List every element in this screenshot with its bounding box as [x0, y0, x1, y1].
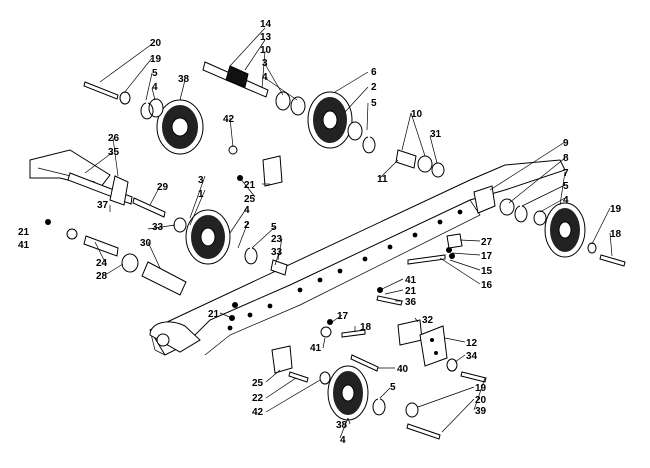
- callout-label: 1: [198, 189, 204, 200]
- callout-label: 16: [481, 280, 493, 291]
- callout-label: 21: [208, 309, 220, 320]
- callout-label: 38: [336, 420, 348, 431]
- callout-label: 11: [377, 174, 388, 185]
- bolts-lower: [288, 254, 626, 440]
- callout-label: 36: [405, 297, 417, 308]
- callout-label: 31: [430, 129, 442, 140]
- callout-label: 6: [371, 67, 377, 78]
- callout-label: 22: [252, 393, 264, 404]
- callout-label: 10: [411, 109, 423, 120]
- callout-label: 19: [610, 204, 622, 215]
- rail-front-tip: [149, 321, 201, 353]
- callout-label: 33: [271, 247, 283, 258]
- callout-label: 4: [244, 205, 250, 216]
- callout-label: 5: [563, 181, 569, 192]
- idler-wheel: [156, 99, 204, 155]
- callout-label: 40: [397, 364, 409, 375]
- callout-label: 42: [252, 407, 264, 418]
- callout-label: 3: [198, 175, 204, 186]
- callout-label: 4: [340, 435, 346, 446]
- pivot-arm: [67, 172, 166, 218]
- callout-label: 10: [260, 45, 272, 56]
- callout-label: 28: [96, 271, 108, 282]
- spacer-27: [446, 233, 463, 249]
- callout-label: 5: [390, 382, 396, 393]
- callout-label: 24: [96, 258, 108, 269]
- callout-labels: 14 13 10 3 4 20 19 5 4 38 6 2 5 10 31 42…: [18, 19, 622, 446]
- washers: [66, 91, 597, 418]
- callout-label: 21: [405, 286, 417, 297]
- spacer-sleeve: [395, 149, 496, 214]
- callout-label: 29: [157, 182, 169, 193]
- callout-label: 12: [466, 338, 478, 349]
- callout-label: 25: [252, 378, 264, 389]
- callout-label: 13: [260, 32, 272, 43]
- callout-label: 39: [475, 406, 487, 417]
- callout-label: 26: [108, 133, 120, 144]
- callout-label: 32: [422, 315, 434, 326]
- axle-spacer: [270, 259, 288, 276]
- callout-label: 14: [260, 19, 272, 30]
- callout-label: 8: [563, 153, 569, 164]
- idler-shaft: [202, 61, 269, 98]
- callout-label: 20: [150, 38, 162, 49]
- callout-label: 4: [152, 82, 158, 93]
- idler-wheel: [307, 91, 353, 149]
- callout-label: 21: [244, 180, 256, 191]
- mount-bracket-lower: [271, 345, 293, 374]
- callout-label: 19: [150, 54, 162, 65]
- callout-label: 2: [371, 82, 377, 93]
- left-frame-channel: [29, 149, 111, 189]
- callout-label: 4: [262, 72, 268, 83]
- callout-label: 30: [140, 238, 152, 249]
- callout-label: 34: [466, 351, 478, 362]
- block-32: [397, 319, 423, 346]
- bearings-upper: [148, 91, 445, 178]
- idler-wheel: [544, 202, 586, 258]
- callout-label: 7: [563, 168, 569, 179]
- callout-label: 19: [475, 383, 487, 394]
- plate-12: [419, 325, 448, 367]
- callout-label: 42: [223, 114, 235, 125]
- idler-wheel: [327, 365, 369, 421]
- mount-bracket: [262, 155, 283, 187]
- callout-label: 5: [371, 98, 377, 109]
- callout-label: 38: [178, 74, 190, 85]
- callout-label: 27: [481, 237, 493, 248]
- idler-wheel: [185, 209, 231, 265]
- callout-label: 37: [97, 200, 109, 211]
- callout-label: 9: [563, 138, 569, 149]
- callout-label: 41: [405, 275, 417, 286]
- leader-lines: [84, 27, 613, 439]
- callout-label: 18: [360, 322, 372, 333]
- callout-label: 5: [271, 222, 277, 233]
- callout-label: 23: [271, 234, 283, 245]
- callout-label: 35: [108, 147, 120, 158]
- snap-ring: [140, 102, 528, 416]
- shaft-spacer: [83, 235, 187, 296]
- callout-label: 41: [310, 343, 322, 354]
- callout-label: 5: [152, 68, 158, 79]
- callout-label: 2: [244, 220, 250, 231]
- callout-label: 41: [18, 240, 30, 251]
- callout-label: 17: [481, 251, 493, 262]
- callout-label: 25: [244, 194, 256, 205]
- callout-label: 33: [152, 222, 164, 233]
- callout-label: 20: [475, 395, 487, 406]
- callout-label: 21: [18, 227, 30, 238]
- callout-label: 18: [610, 229, 622, 240]
- callout-label: 4: [563, 195, 569, 206]
- bolt: [83, 81, 119, 100]
- callout-label: 17: [337, 311, 349, 322]
- callout-label: 15: [481, 266, 493, 277]
- callout-label: 3: [262, 58, 268, 69]
